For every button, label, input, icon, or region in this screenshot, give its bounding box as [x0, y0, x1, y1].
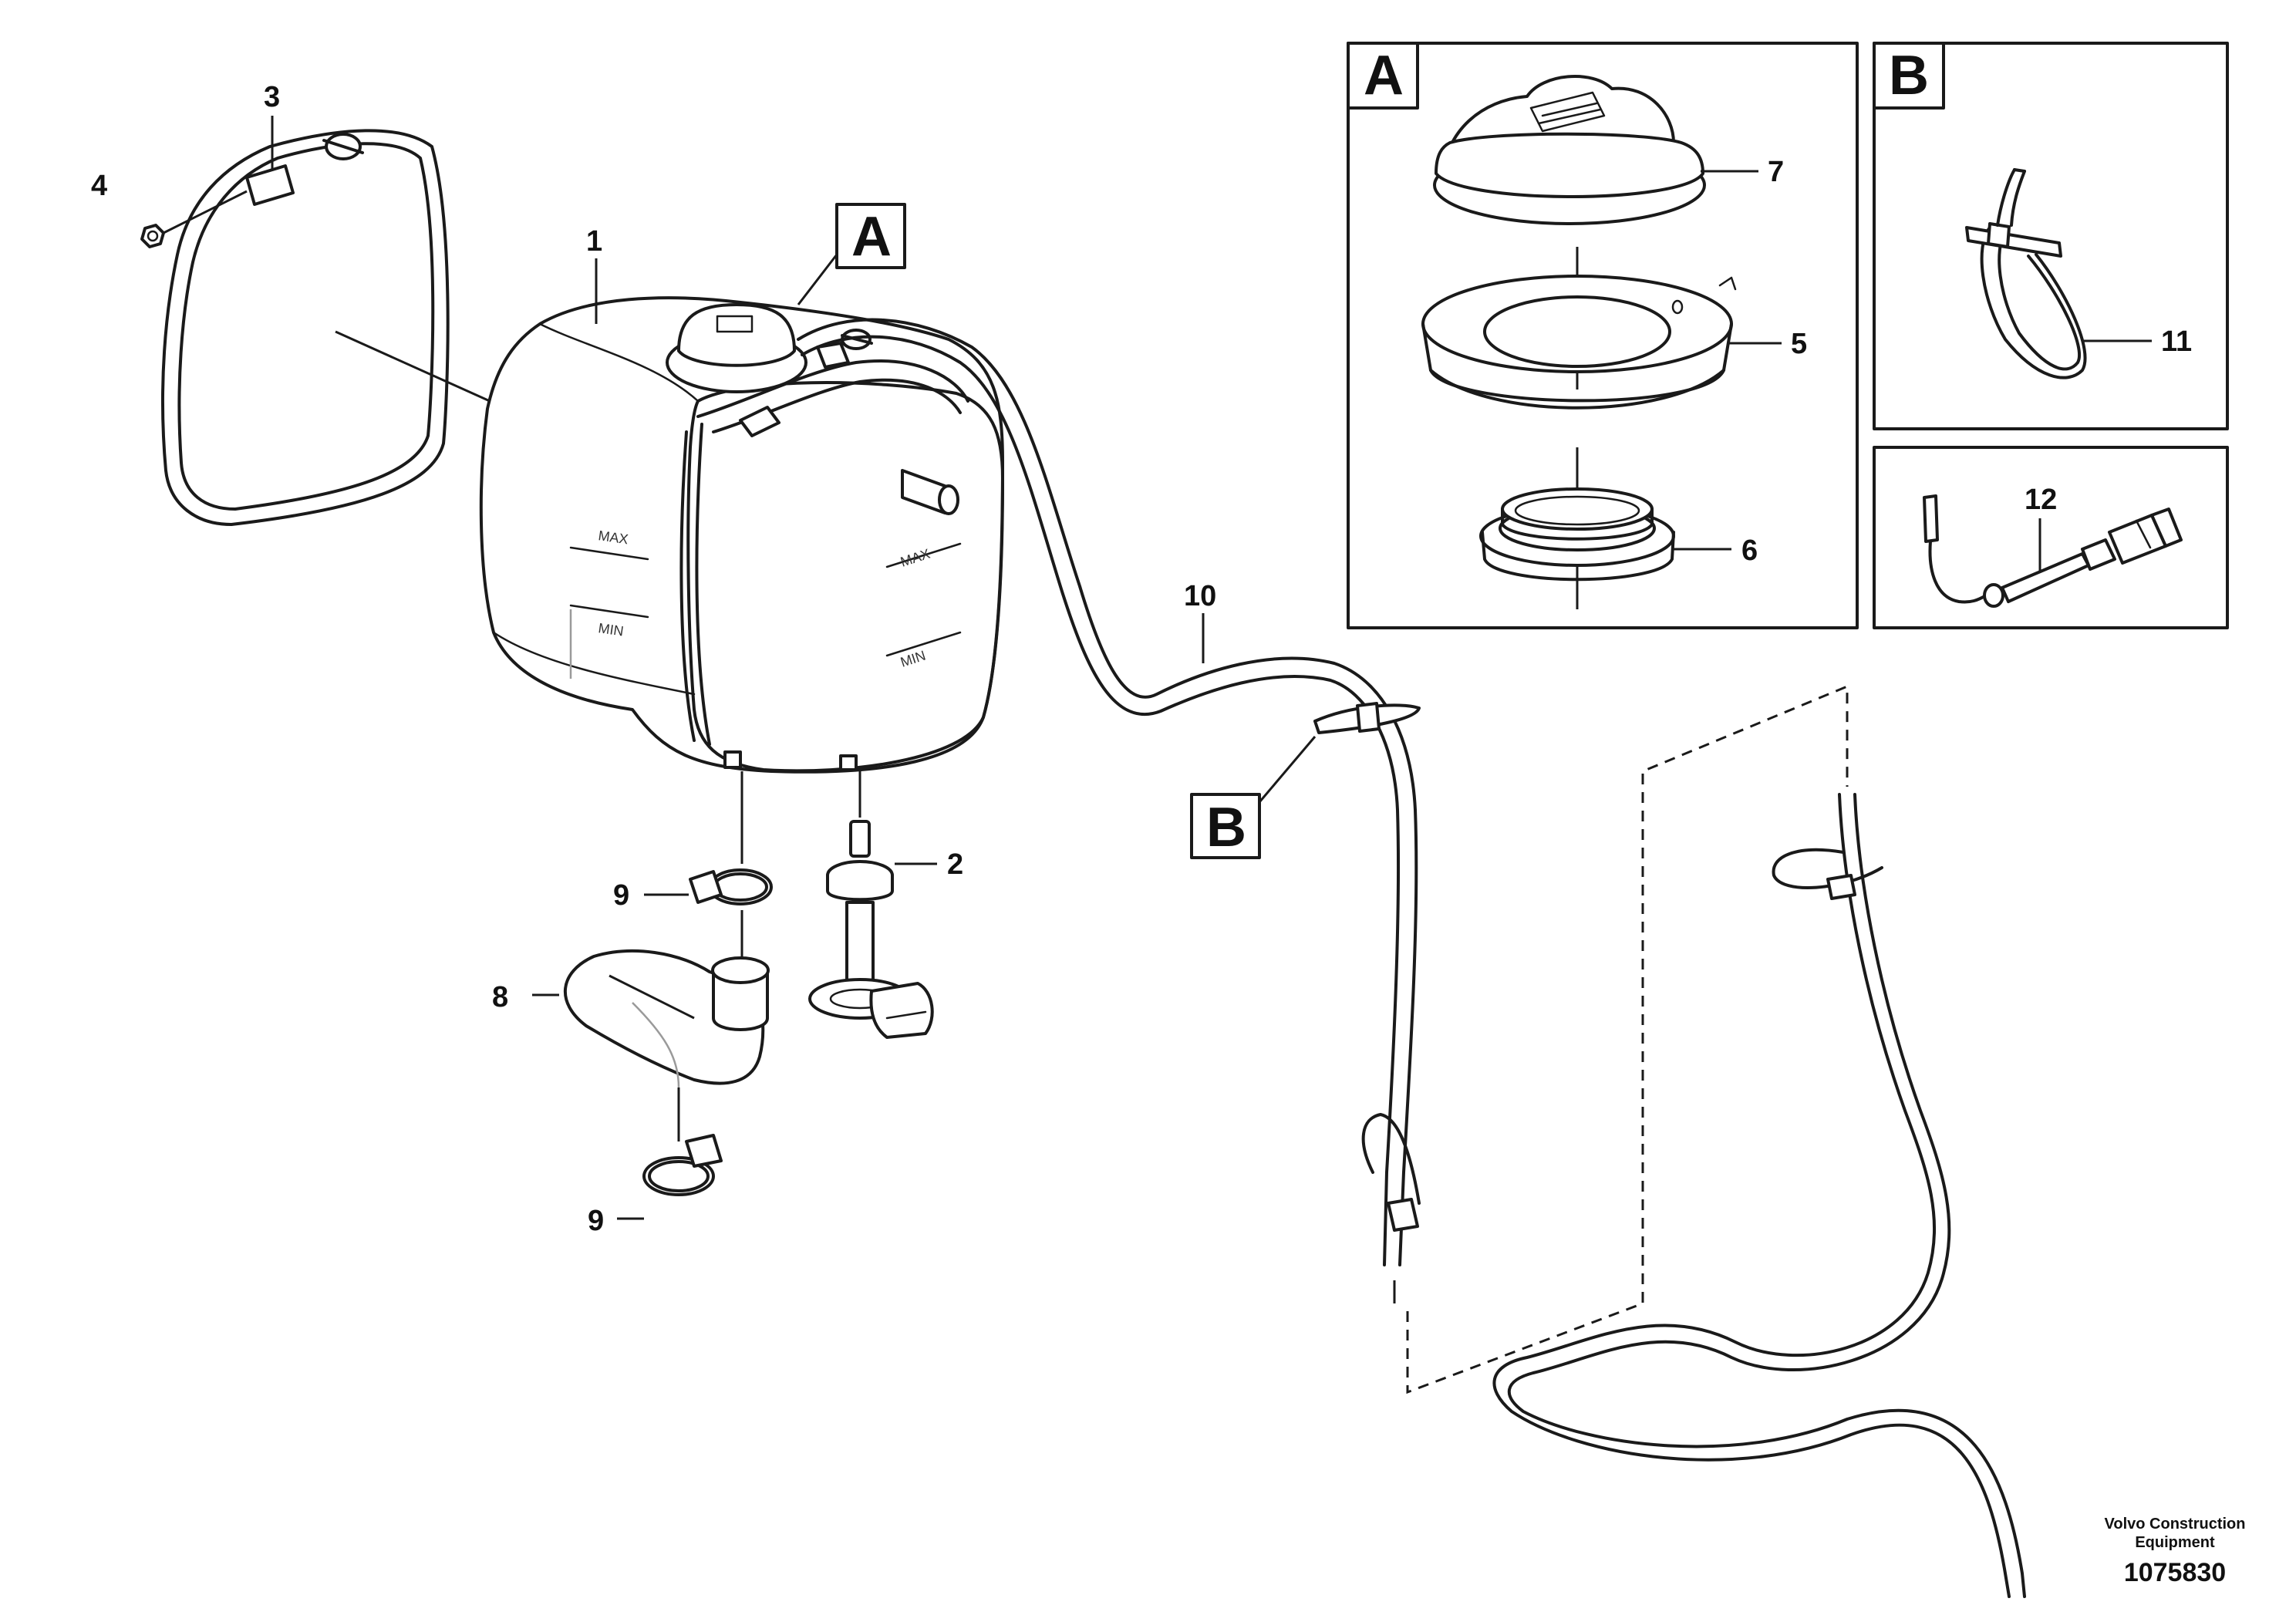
detail-panel-b: B [1873, 42, 2229, 430]
part-number-4: 4 [91, 170, 107, 202]
leader-1-strap [335, 330, 491, 403]
detail-b-label: B [1889, 45, 1929, 106]
part-number-7: 7 [1768, 156, 1784, 188]
part-number-6: 6 [1741, 534, 1758, 567]
detail-panel-a: A [1347, 42, 1859, 629]
callout-a-main-label: A [851, 206, 892, 268]
detail-panel-sensor [1873, 446, 2229, 629]
part-number-11: 11 [2161, 325, 2192, 358]
brand-line-1: Volvo Construction [2105, 1516, 2246, 1533]
hose-elbow [564, 949, 770, 1141]
drawing-number: 1075830 [2124, 1558, 2226, 1587]
breather-hose [797, 318, 1421, 1303]
routing-dashed-line [1406, 684, 1849, 1394]
level-sensor [808, 771, 934, 1039]
hose-clamp-lower [642, 1134, 723, 1196]
part-number-9-lower: 9 [588, 1205, 604, 1237]
callout-b-main: B [1190, 736, 1317, 859]
brand-line-2: Equipment [2135, 1534, 2215, 1551]
part-number-5: 5 [1791, 328, 1807, 360]
callout-b-main-label: B [1206, 797, 1246, 858]
callout-a-main: A [797, 203, 906, 305]
part-number-12: 12 [2025, 484, 2057, 516]
expansion-tank: MAX MIN MAX MIN [479, 296, 1004, 774]
lower-hose [1492, 793, 2026, 1598]
min-mark-left: MIN [597, 620, 624, 639]
nut [140, 190, 248, 248]
part-number-10: 10 [1184, 580, 1216, 612]
part-number-8: 8 [492, 981, 508, 1013]
detail-a-label: A [1364, 45, 1404, 106]
part-number-1: 1 [586, 225, 602, 258]
tank-strap [160, 129, 450, 526]
part-number-9-upper: 9 [613, 879, 629, 912]
hose-clamp-upper [689, 771, 773, 964]
part-number-3: 3 [264, 81, 280, 113]
part-number-2: 2 [947, 848, 963, 881]
